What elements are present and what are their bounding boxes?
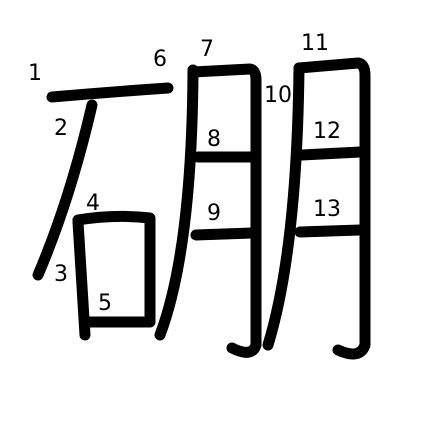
stroke-4 bbox=[72, 210, 156, 326]
stroke-number-2: 2 bbox=[54, 116, 68, 141]
stroke-12 bbox=[296, 146, 366, 161]
stroke-number-10: 10 bbox=[264, 83, 292, 108]
stroke-number-6: 6 bbox=[153, 47, 167, 72]
stroke-number-1: 1 bbox=[28, 61, 42, 86]
stroke-number-7: 7 bbox=[200, 37, 214, 62]
stroke-number-3: 3 bbox=[54, 262, 68, 287]
stroke-number-5: 5 bbox=[98, 291, 112, 316]
stroke-9 bbox=[190, 227, 258, 241]
stroke-13 bbox=[294, 224, 366, 238]
stroke-7 bbox=[187, 63, 262, 358]
stroke-number-11: 11 bbox=[301, 31, 329, 56]
stroke-number-8: 8 bbox=[207, 127, 221, 152]
stroke-3 bbox=[72, 216, 91, 341]
stroke-6 bbox=[154, 64, 199, 341]
stroke-10 bbox=[262, 62, 305, 351]
stroke-1 bbox=[46, 82, 174, 103]
stroke-number-4: 4 bbox=[86, 191, 100, 216]
stroke-number-13: 13 bbox=[313, 197, 341, 222]
stroke-11 bbox=[293, 57, 371, 360]
stroke-number-12: 12 bbox=[313, 119, 341, 144]
stroke-2 bbox=[32, 99, 98, 281]
stroke-number-9: 9 bbox=[207, 201, 221, 226]
